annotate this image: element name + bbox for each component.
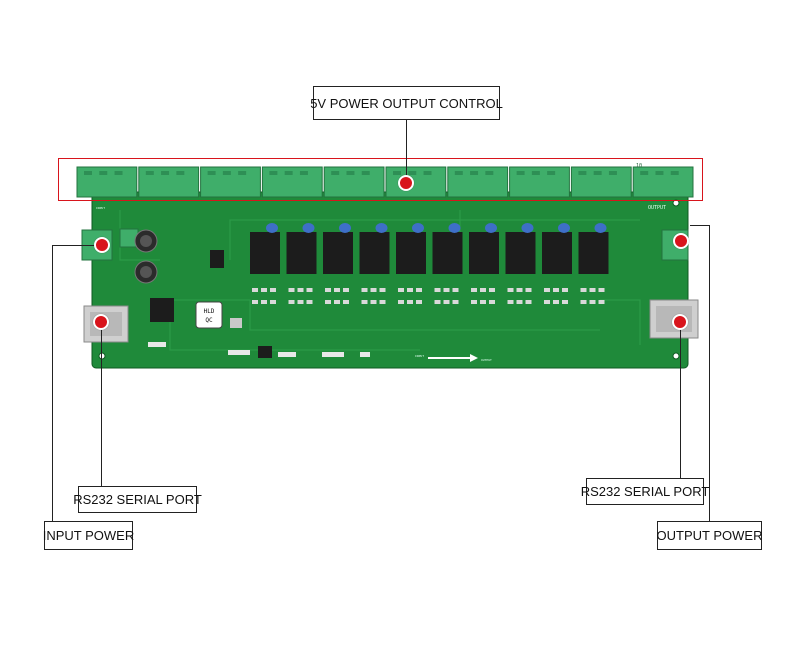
terminal-blocks [76,166,694,198]
relay [250,223,280,304]
rs232-right-line-h [680,322,681,478]
terminal-block [447,166,509,198]
terminal-block [261,166,323,198]
relay-array [250,223,609,304]
input-power-line-h [52,245,102,246]
label-rs232-serial-port-left: RS232 SERIAL PORT [73,486,202,513]
terminal-block [632,166,694,198]
terminal-number-10: 10 [636,163,642,169]
arrow-right-text: OUTPUT [481,358,492,362]
capacitors [134,229,158,284]
relay [359,223,390,304]
label-5v-power-output-control: 5V POWER OUTPUT CONTROL [310,86,503,120]
top-connector-line [406,120,407,184]
terminal-block [570,166,632,198]
crystal [230,318,242,328]
input-header-text: INPUT [96,206,105,210]
label-rs232-serial-port-right: RS232 SERIAL PORT [581,478,709,505]
relay [432,223,463,304]
relay [505,223,536,304]
terminal-block [509,166,570,198]
output-header-text: OUTPUT [648,205,666,211]
label-output-power: OUTPUT POWER [657,521,762,550]
rs232-left-line [101,322,102,486]
output-power-marker-dot [673,233,689,249]
mounting-holes [98,199,680,360]
pcb-board [92,192,688,368]
voltage-regulator [210,250,224,268]
chip-marking-2: QC [205,317,213,324]
terminal-marker-dot [398,175,414,191]
chip-marking-1: HLD [204,308,215,315]
rs232-left-marker-dot [93,314,109,330]
label-input-power: INPUT POWER [43,521,134,550]
arrow-left-text: INPUT [415,354,424,358]
rs232-right-marker-dot [672,314,688,330]
direction-arrow-head [470,354,478,362]
relay [469,223,499,304]
input-power-line-v [52,245,53,521]
terminal-highlight-box [58,158,703,201]
small-ic [258,346,272,358]
mcu-chip [150,298,174,322]
terminal-block [138,166,200,198]
relay [578,223,609,304]
relay [542,223,572,304]
pcb-traces [119,210,641,351]
terminal-block [323,166,385,198]
output-power-line-h [690,225,710,226]
hld-qc-sticker [195,301,223,329]
terminal-block [385,166,447,198]
terminal-block [200,166,261,198]
terminal-block [76,166,138,198]
output-power-line-v [709,225,710,521]
relay [286,223,317,304]
relay [323,223,353,304]
input-power-marker-dot [94,237,110,253]
relay [396,223,426,304]
pin-headers [148,342,370,357]
